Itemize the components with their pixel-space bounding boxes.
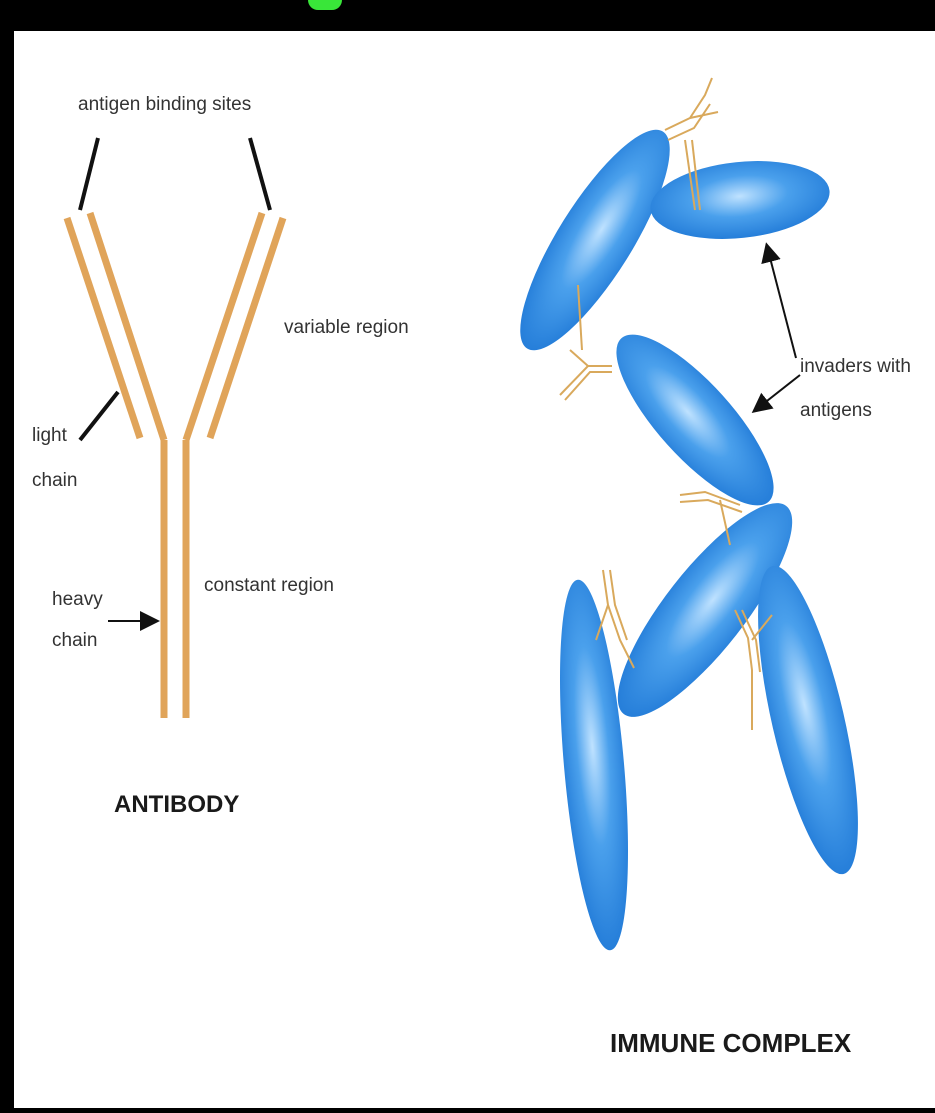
antibody-diagram: antigen binding sites variable region li… bbox=[32, 94, 409, 818]
label-heavy-chain-line2: chain bbox=[52, 630, 97, 651]
pointer-antigen-site-left bbox=[80, 138, 98, 210]
invader-cell bbox=[594, 313, 796, 526]
antibody-title: ANTIBODY bbox=[114, 791, 239, 818]
invader-cell bbox=[647, 153, 834, 247]
invader-cell bbox=[737, 558, 878, 882]
pointer-light-chain bbox=[80, 392, 118, 440]
invader-cell bbox=[548, 577, 640, 953]
pointer-invader-mid bbox=[758, 375, 800, 408]
label-light-chain-line2: chain bbox=[32, 470, 77, 491]
invader-cell bbox=[496, 112, 694, 368]
label-variable-region: variable region bbox=[284, 317, 409, 338]
pointer-antigen-site-right bbox=[250, 138, 270, 210]
immune-complex-title: IMMUNE COMPLEX bbox=[610, 1028, 852, 1058]
pointer-invader-top bbox=[768, 250, 796, 358]
immune-complex-diagram: invaders with antigens IMMUNE COMPLEX bbox=[496, 78, 911, 1058]
label-constant-region: constant region bbox=[204, 575, 334, 596]
label-light-chain-line1: light bbox=[32, 425, 68, 446]
label-invaders-line2: antigens bbox=[800, 400, 872, 421]
label-heavy-chain-line1: heavy bbox=[52, 589, 103, 610]
label-invaders-line1: invaders with bbox=[800, 356, 911, 377]
label-antigen-binding-sites: antigen binding sites bbox=[78, 94, 251, 115]
